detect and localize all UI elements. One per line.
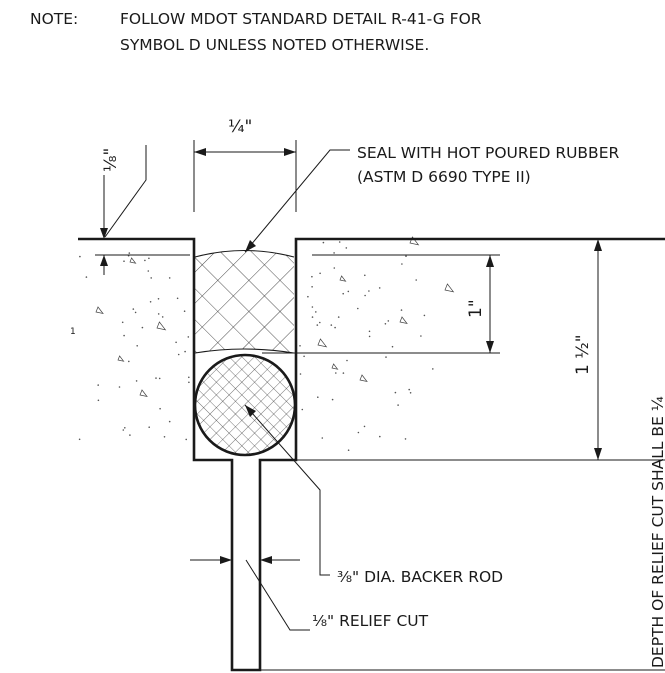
sealant-depth-dimension: 1" — [262, 254, 500, 354]
seal-callout-line-1: SEAL WITH HOT POURED RUBBER — [357, 144, 619, 162]
recess-dimension: ⅛" — [95, 145, 190, 275]
backer-rod-text: ⅜" DIA. BACKER ROD — [337, 568, 503, 586]
sealant-depth-text: 1" — [466, 299, 486, 318]
general-note: NOTE: FOLLOW MDOT STANDARD DETAIL R-41-G… — [30, 10, 482, 54]
recess-dim-text: ⅛" — [101, 148, 121, 172]
joint-width-dimension: ¼" — [193, 117, 297, 212]
note-prefix: NOTE: — [30, 10, 78, 28]
joint-depth-dimension: 1 ½" — [573, 239, 602, 460]
joint-depth-text: 1 ½" — [573, 334, 593, 375]
relief-depth-note: DEPTH OF RELIEF CUT SHALL BE ¼ — [649, 396, 665, 668]
stray-mark: 1 — [70, 327, 76, 337]
joint-width-text: ¼" — [228, 117, 252, 137]
relief-depth-text: DEPTH OF RELIEF CUT SHALL BE ¼ — [649, 396, 665, 668]
note-line-1: FOLLOW MDOT STANDARD DETAIL R-41-G FOR — [120, 10, 482, 28]
backer-rod-callout: ⅜" DIA. BACKER ROD — [244, 404, 503, 586]
sealant-bottom-surface — [194, 348, 295, 354]
hot-poured-sealant — [195, 250, 294, 353]
concrete-stipple — [78, 236, 455, 452]
relief-cut-dimension: ⅛" RELIEF CUT — [190, 556, 429, 631]
note-line-2: SYMBOL D UNLESS NOTED OTHERWISE. — [120, 36, 429, 54]
pavement-outline — [78, 237, 665, 672]
relief-cut-text: ⅛" RELIEF CUT — [312, 612, 429, 630]
sealant-top-surface — [194, 250, 295, 258]
seal-callout-line-2: (ASTM D 6690 TYPE II) — [357, 168, 531, 186]
seal-callout: SEAL WITH HOT POURED RUBBER (ASTM D 6690… — [244, 144, 619, 253]
